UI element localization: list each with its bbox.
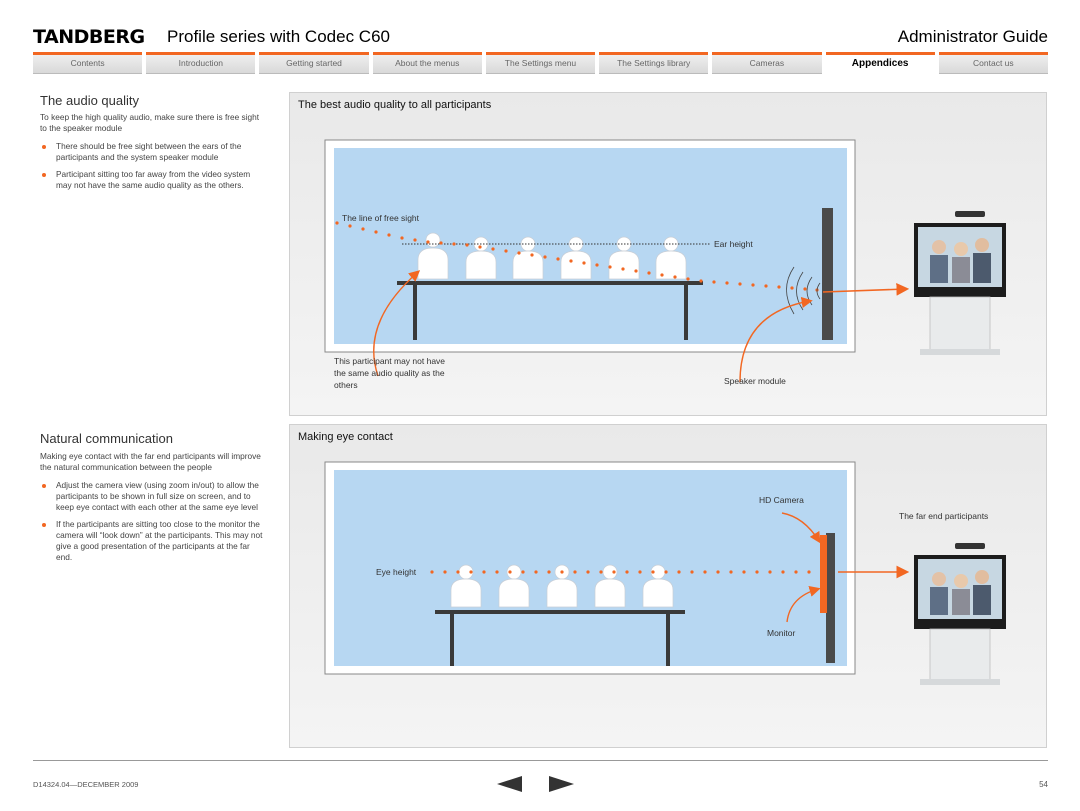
participant-note-line-2: the same audio quality as the	[334, 368, 445, 378]
audio-bullet-list: There should be free sight between the e…	[40, 141, 268, 191]
eye-bullet: Adjust the camera view (using zoom in/ou…	[40, 480, 268, 513]
tab-getting-started[interactable]: Getting started	[259, 52, 369, 74]
document-title: Profile series with Codec C60	[167, 27, 390, 46]
audio-figure-panel: The best audio quality to all participan…	[289, 92, 1047, 416]
audio-bullet: Participant sitting too far away from th…	[40, 169, 268, 191]
eye-contact-figure-title: Making eye contact	[298, 431, 393, 443]
brand-logo: TANDBERG	[33, 26, 145, 48]
participant	[655, 236, 687, 280]
audio-quality-heading: The audio quality	[40, 93, 140, 108]
eye-bullet-list: Adjust the camera view (using zoom in/ou…	[40, 480, 268, 563]
table-leg	[450, 614, 454, 666]
tab-about-the-menus[interactable]: About the menus	[372, 52, 483, 74]
monitor-screen-edge	[820, 535, 827, 613]
participant	[498, 564, 530, 608]
footer-divider	[33, 760, 1048, 761]
tab-settings-library[interactable]: The Settings library	[599, 52, 709, 74]
page-number: 54	[1039, 780, 1048, 789]
video-system-icon	[914, 211, 1006, 355]
tab-introduction[interactable]: Introduction	[146, 52, 256, 74]
natural-communication-text: Making eye contact with the far end part…	[40, 451, 268, 569]
eye-intro: Making eye contact with the far end part…	[40, 451, 261, 472]
ear-height-label: Ear height	[714, 239, 753, 249]
participant	[642, 564, 674, 608]
speaker-callout-arrow	[739, 296, 813, 383]
hd-camera-label: HD Camera	[759, 495, 804, 505]
tab-cameras[interactable]: Cameras	[712, 52, 822, 74]
audio-arrow	[822, 282, 910, 296]
tab-contact-us[interactable]: Contact us	[938, 52, 1049, 74]
table-leg	[684, 285, 688, 340]
participant-note-line-3: others	[334, 380, 358, 390]
next-page-arrow-icon[interactable]	[549, 776, 574, 792]
table-top	[435, 610, 685, 614]
eye-contact-diagram: HD Camera The far end participants Eye h…	[324, 461, 1006, 685]
speaker-column	[822, 208, 833, 340]
participant-note-line-1: This participant may not have	[334, 356, 445, 366]
line-of-free-sight-label: The line of free sight	[342, 213, 420, 223]
audio-bullet: There should be free sight between the e…	[40, 141, 268, 163]
table-leg	[413, 285, 417, 340]
far-end-participants-label: The far end participants	[899, 511, 988, 521]
eye-height-dots	[430, 570, 811, 574]
monitor-callout-arrow	[786, 585, 821, 623]
monitor-label: Monitor	[767, 628, 796, 638]
section-tabs: Contents Introduction Getting started Ab…	[33, 52, 1049, 74]
natural-communication-heading: Natural communication	[40, 431, 173, 446]
room-background	[334, 470, 847, 666]
hd-camera-callout-arrow	[781, 512, 821, 544]
audio-diagram: The line of free sight Ear height This p…	[324, 139, 1006, 390]
audio-intro: To keep the high quality audio, make sur…	[40, 112, 260, 133]
monitor-column	[826, 533, 835, 663]
table-top	[397, 281, 703, 285]
eye-bullet: If the participants are sitting too clos…	[40, 519, 268, 563]
audio-quality-text: To keep the high quality audio, make sur…	[40, 112, 268, 197]
document-id: D14324.04—DECEMBER 2009	[33, 780, 139, 789]
table-leg	[666, 614, 670, 666]
speaker-module-label: Speaker module	[724, 376, 786, 386]
tab-contents[interactable]: Contents	[33, 52, 143, 74]
tab-settings-menu[interactable]: The Settings menu	[485, 52, 596, 74]
page-header: TANDBERG Profile series with Codec C60 A…	[33, 26, 1048, 48]
participant-callout-arrow	[373, 270, 421, 377]
participant	[450, 564, 482, 608]
participant	[417, 232, 449, 280]
audio-figure-title: The best audio quality to all participan…	[298, 99, 492, 111]
participant	[594, 564, 626, 608]
previous-page-arrow-icon[interactable]	[497, 776, 522, 792]
tab-appendices[interactable]: Appendices	[825, 52, 935, 74]
far-end-video-system-icon	[914, 543, 1006, 685]
room-background	[334, 148, 847, 344]
eye-height-label: Eye height	[376, 567, 417, 577]
guide-title: Administrator Guide	[897, 27, 1048, 46]
free-sight-dots	[335, 221, 819, 292]
eye-contact-figure-panel: Making eye contact	[289, 424, 1047, 748]
